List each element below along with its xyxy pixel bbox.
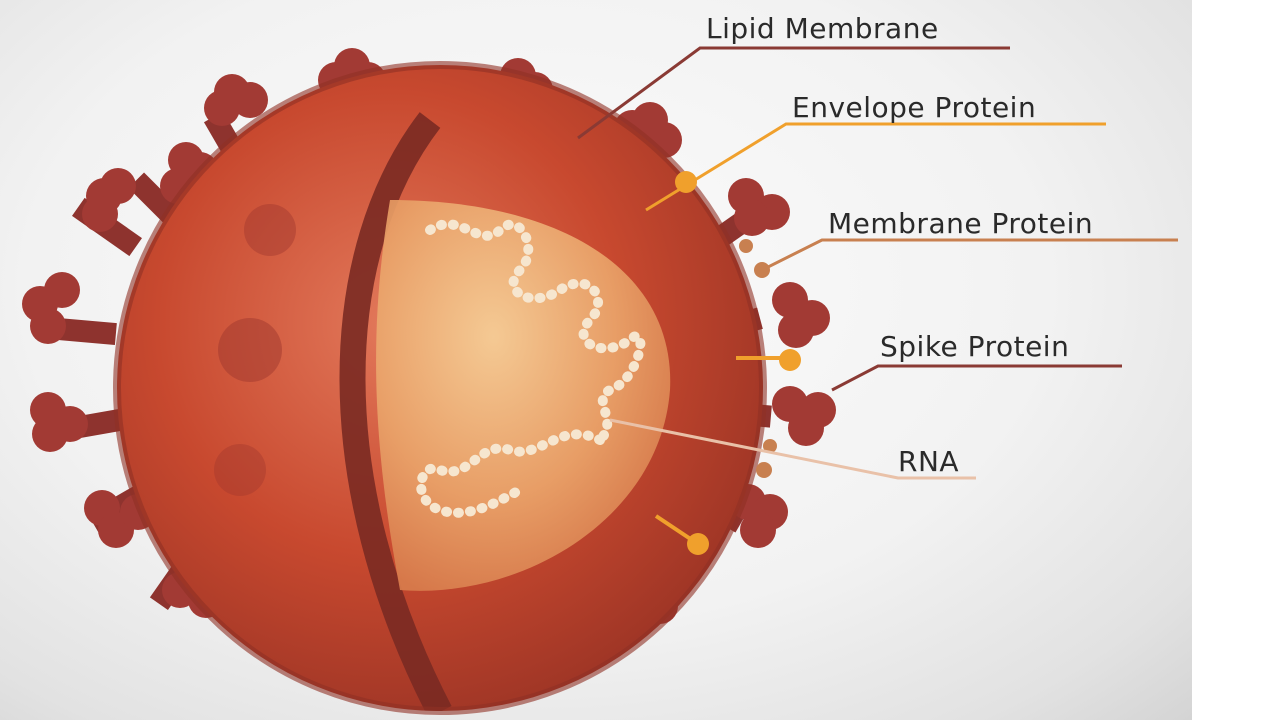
- virus-diagram: [22, 46, 1178, 715]
- rna-strand: [416, 219, 646, 518]
- diagram-canvas: Lipid Membrane Envelope Protein Membrane…: [0, 0, 1192, 720]
- right-margin: [1192, 0, 1280, 720]
- spike-protein: [72, 168, 142, 257]
- envelope-protein-leader: [645, 122, 1106, 212]
- spike-protein-label: Spike Protein: [880, 330, 1070, 363]
- spike-protein-leader: [831, 364, 1122, 392]
- rna-label: RNA: [898, 445, 960, 478]
- envelope-protein-label: Envelope Protein: [792, 91, 1037, 124]
- virus-body: [113, 61, 767, 715]
- rna-leader: [609, 418, 976, 480]
- spike-protein: [30, 392, 128, 452]
- membrane-protein-leader: [761, 238, 1178, 272]
- membrane-protein-markers: [739, 239, 777, 478]
- leader-lines: [577, 46, 1178, 480]
- lipid-membrane-label: Lipid Membrane: [706, 12, 939, 45]
- spike-protein: [22, 272, 117, 346]
- lipid-membrane-leader: [577, 46, 1010, 140]
- membrane-protein-label: Membrane Protein: [828, 207, 1094, 240]
